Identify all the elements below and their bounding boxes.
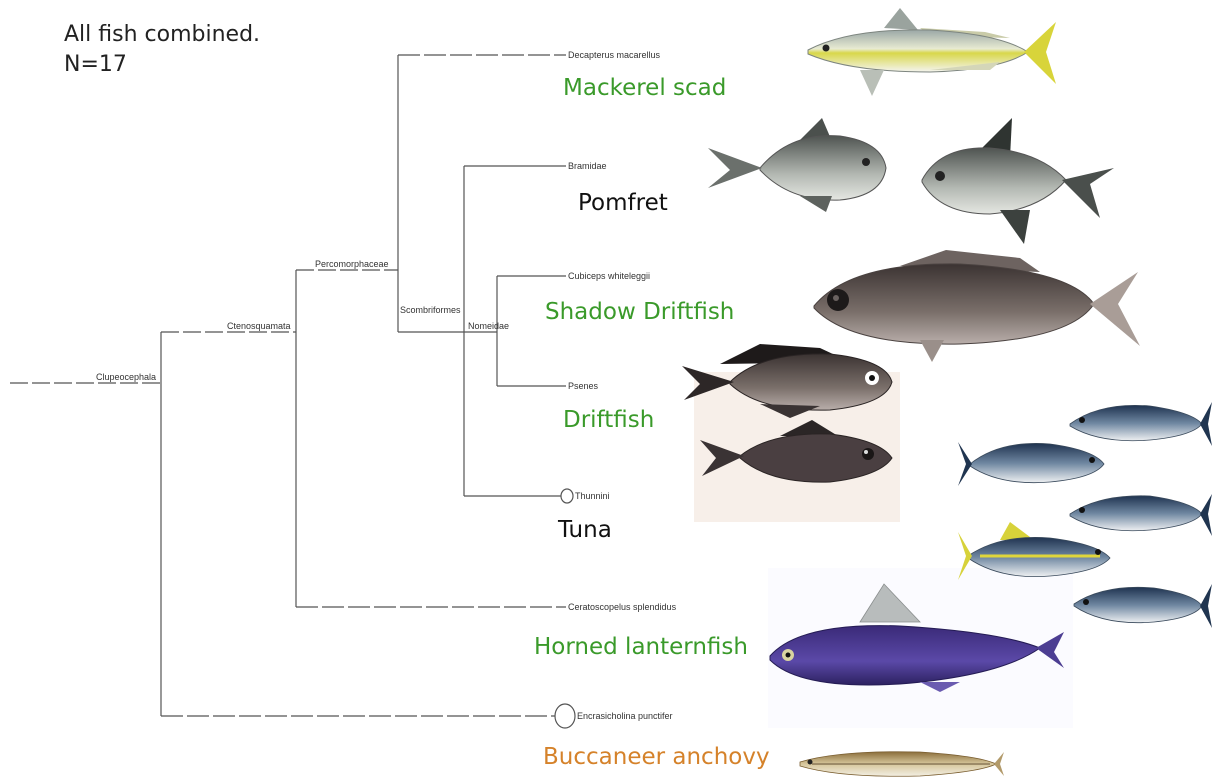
tip-sci-mackerel-scad: Decapterus macarellus (568, 50, 661, 60)
anchovy-clade-circle (555, 704, 575, 728)
tip-sci-tuna: Thunnini (575, 491, 610, 501)
tuna-illustration-3 (1070, 494, 1212, 536)
common-name-tuna: Tuna (557, 517, 612, 543)
tip-sci-shadow-driftfish: Cubiceps whiteleggii (568, 271, 650, 281)
pomfret-illustration-left (708, 118, 886, 212)
node-label-scombriformes: Scombriformes (400, 305, 461, 315)
node-label-percomorphaceae: Percomorphaceae (315, 259, 389, 269)
common-name-mackerel-scad: Mackerel scad (563, 75, 726, 101)
tip-sci-pomfret: Bramidae (568, 161, 607, 171)
tuna-illustration-1 (1070, 402, 1212, 446)
common-name-shadow-driftfish: Shadow Driftfish (545, 299, 734, 325)
tuna-illustration-5 (1074, 584, 1212, 628)
tuna-clade-circle (561, 489, 573, 503)
node-label-ctenosquamata: Ctenosquamata (227, 321, 291, 331)
pomfret-illustration-right (922, 118, 1114, 244)
mackerel-scad-illustration (808, 8, 1056, 96)
shadow-driftfish-illustration (814, 250, 1140, 362)
tree-branches (10, 55, 566, 716)
common-name-buccaneer-anchovy: Buccaneer anchovy (543, 744, 770, 770)
common-name-pomfret: Pomfret (578, 190, 668, 216)
tip-sci-buccaneer-anchovy: Encrasicholina punctifer (577, 711, 673, 721)
common-name-driftfish: Driftfish (563, 407, 654, 433)
common-name-horned-lanternfish: Horned lanternfish (534, 634, 748, 660)
tip-sci-horned-lanternfish: Ceratoscopelus splendidus (568, 602, 677, 612)
node-label-clupeocephala: Clupeocephala (96, 372, 156, 382)
node-label-nomeidae: Nomeidae (468, 321, 509, 331)
tip-sci-driftfish: Psenes (568, 381, 599, 391)
buccaneer-anchovy-illustration (800, 752, 1004, 777)
tuna-illustration-2 (958, 442, 1104, 486)
